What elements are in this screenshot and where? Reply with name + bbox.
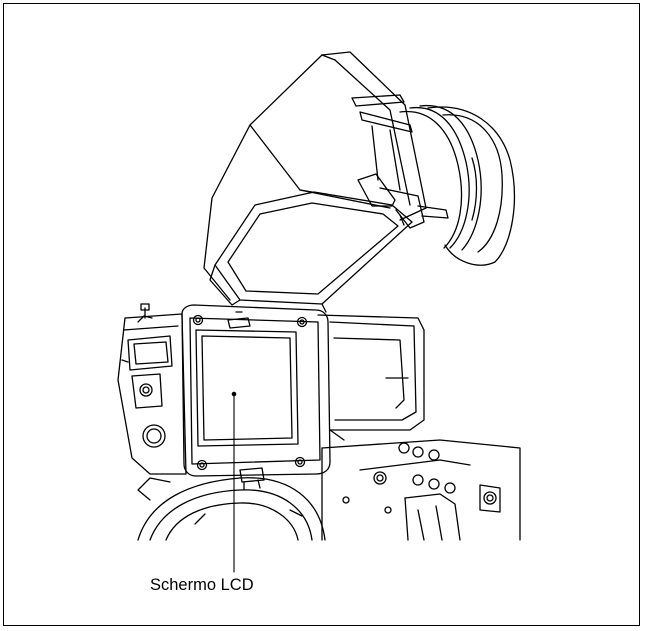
hood-front-panel (209, 191, 413, 313)
figure-frame (3, 3, 640, 626)
camera-body (317, 314, 521, 541)
lcd-monitor (117, 303, 331, 491)
eyepiece (399, 104, 515, 266)
lcd-screen (195, 329, 299, 447)
callout-label-lcd-screen: Schermo LCD (150, 576, 254, 594)
callout-leader (231, 391, 237, 573)
lcd-hood (203, 51, 449, 301)
lens-mount (137, 477, 326, 541)
